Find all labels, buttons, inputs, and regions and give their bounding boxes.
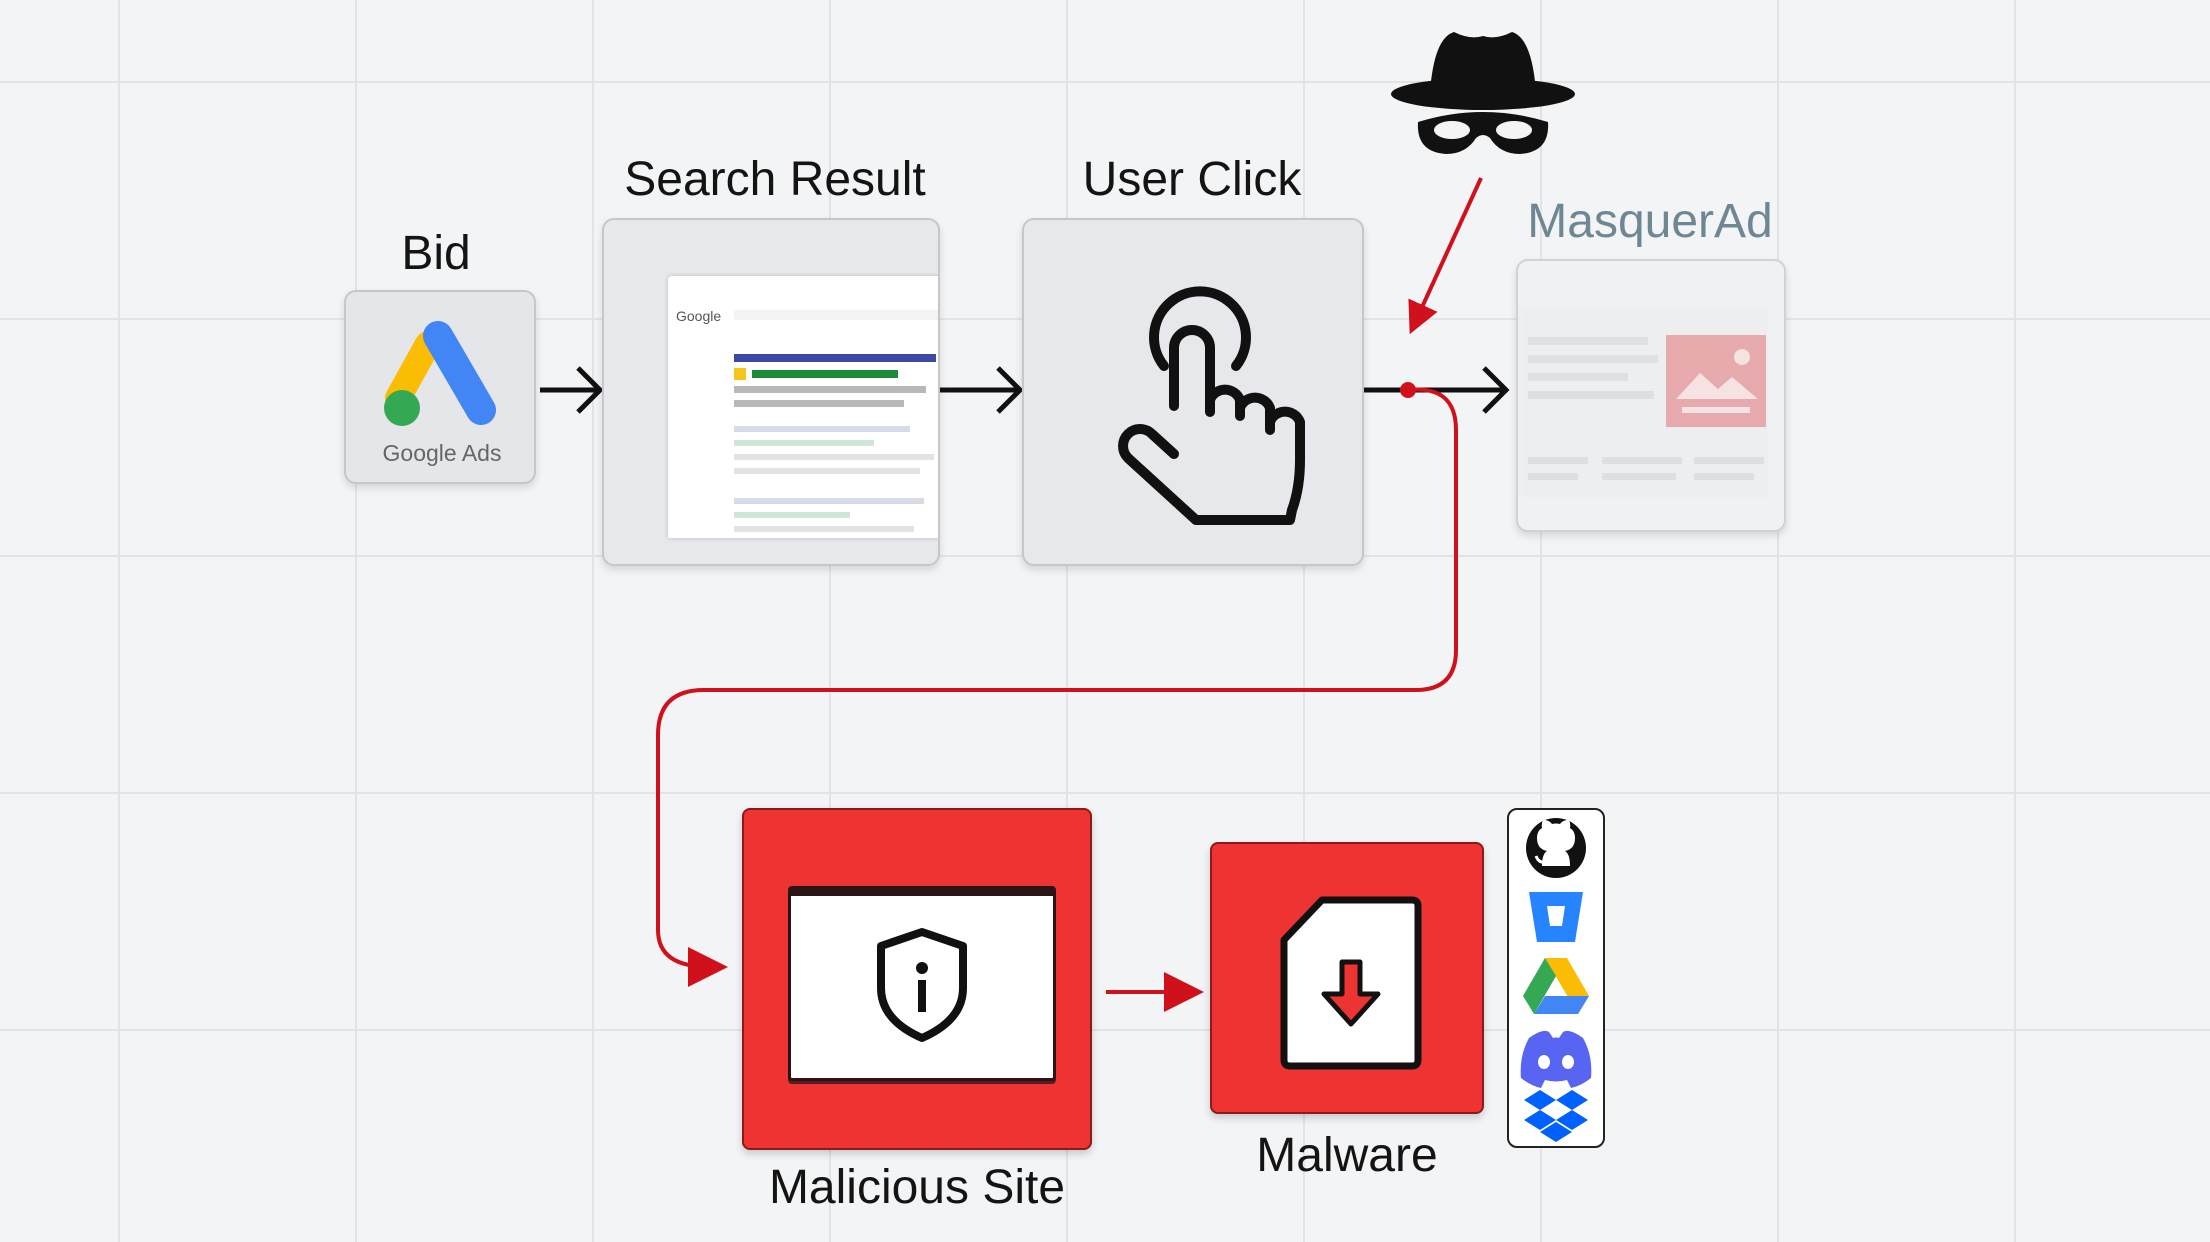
- hosting-services-panel: [1507, 808, 1605, 1148]
- search-result-card: Google: [602, 218, 940, 566]
- masquerad-text-line: [1528, 391, 1654, 399]
- search-result-label: Search Result: [624, 153, 926, 206]
- search-bar: [734, 310, 938, 320]
- google-ads-logo-icon: [384, 321, 496, 426]
- malware-label: Malware: [1256, 1129, 1438, 1182]
- discord-icon: [1520, 1030, 1592, 1088]
- arrow-search-to-click: [940, 366, 1024, 414]
- result-line: [734, 498, 924, 504]
- result-line: [734, 400, 904, 407]
- github-icon: [1526, 818, 1586, 878]
- masquerad-text-line: [1694, 473, 1754, 480]
- malicious-site-label: Malicious Site: [768, 1161, 1066, 1214]
- result-line: [734, 468, 920, 474]
- result-line: [734, 512, 850, 518]
- google-ads-text: Google Ads: [382, 440, 502, 466]
- arrow-bid-to-search: [540, 366, 604, 414]
- shield-info-icon: [877, 928, 967, 1042]
- result-line: [734, 454, 934, 460]
- download-file-icon: [1280, 896, 1422, 1070]
- malicious-site-card: [742, 808, 1092, 1150]
- masquerad-text-line: [1528, 457, 1588, 464]
- result-url-bar: [752, 370, 898, 378]
- result-line: [734, 426, 910, 432]
- google-wordmark: Google: [676, 308, 722, 324]
- google-drive-icon: [1523, 958, 1589, 1014]
- masquerad-text-line: [1528, 473, 1578, 480]
- attacker-spy-icon: [1391, 32, 1575, 154]
- browser-window: [788, 886, 1056, 1081]
- user-click-card: [1022, 218, 1364, 566]
- user-click-label: User Click: [1082, 153, 1302, 206]
- bid-card: Google Ads: [344, 290, 536, 484]
- masquerad-image-icon: [1666, 335, 1766, 427]
- dropbox-icon: [1524, 1090, 1588, 1142]
- masquerad-text-line: [1528, 337, 1648, 345]
- result-title-bar: [734, 354, 936, 362]
- hosting-icons: [1520, 818, 1592, 1142]
- result-line: [734, 526, 914, 532]
- masquerad-card: [1516, 259, 1786, 532]
- masquerad-page: [1518, 307, 1768, 497]
- arrow-click-to-masquerad: [1364, 366, 1510, 414]
- attacker-intercept-arrow: [1408, 177, 1483, 335]
- bid-label: Bid: [401, 227, 471, 280]
- masquerad-text-line: [1602, 473, 1676, 480]
- search-result-page: Google: [668, 276, 938, 538]
- masquerad-label: MasquerAd: [1527, 195, 1773, 248]
- redirect-path: [656, 387, 1458, 987]
- masquerad-text-line: [1694, 457, 1764, 464]
- malware-card: [1210, 842, 1484, 1114]
- result-thumb: [734, 368, 746, 380]
- tap-hand-icon: [1118, 286, 1305, 525]
- masquerad-text-line: [1602, 457, 1682, 464]
- masquerad-text-line: [1528, 373, 1628, 381]
- masquerad-text-line: [1528, 355, 1658, 363]
- bitbucket-icon: [1529, 892, 1583, 942]
- result-line: [734, 386, 926, 393]
- result-line: [734, 440, 874, 446]
